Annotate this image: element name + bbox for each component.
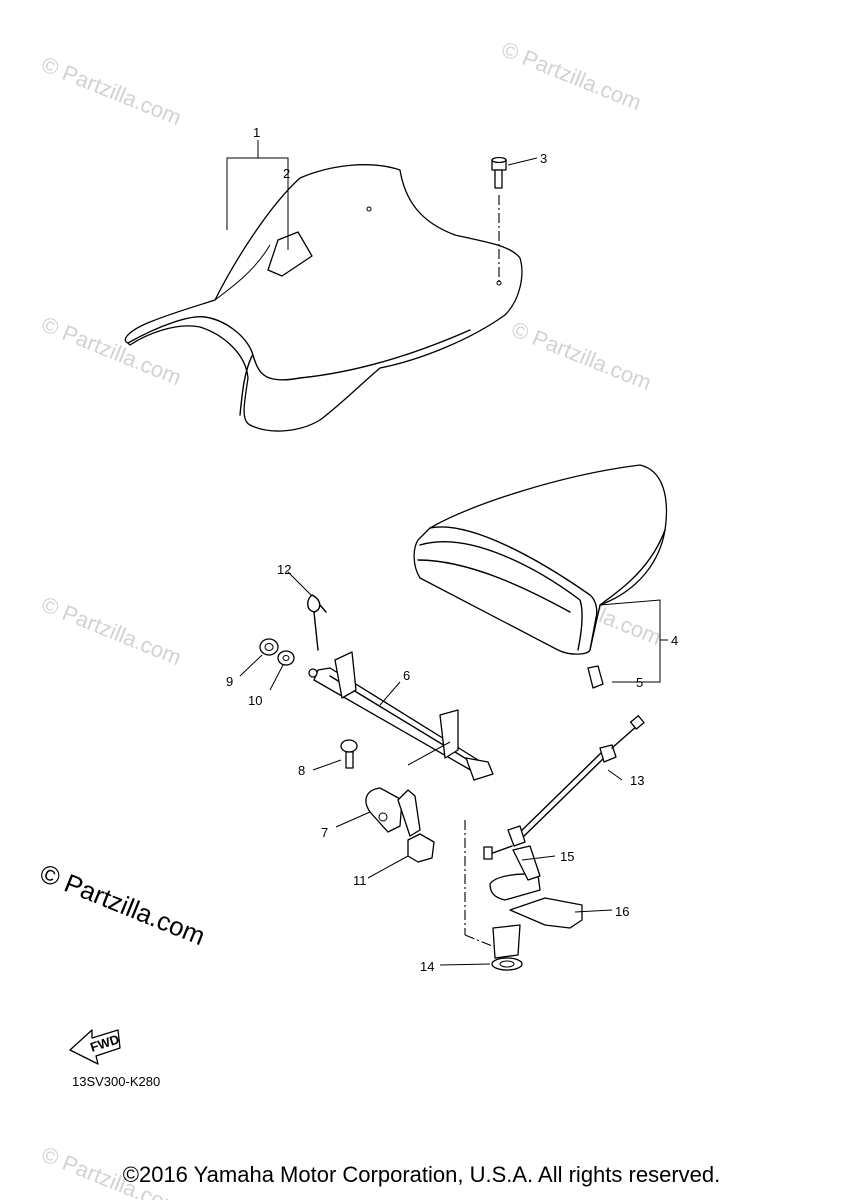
bolt-8 <box>340 739 358 769</box>
rod-6 <box>308 651 494 781</box>
callout-10: 10 <box>248 693 262 708</box>
callout-14: 14 <box>420 959 434 974</box>
callout-11: 11 <box>353 873 367 888</box>
fwd-arrow-icon: FWD <box>69 1029 121 1065</box>
cable-13 <box>483 715 645 860</box>
callout-5: 5 <box>636 675 643 690</box>
callout-13: 13 <box>630 773 644 788</box>
callout-12: 12 <box>277 562 291 577</box>
leader-lines <box>226 140 668 966</box>
callout-2: 2 <box>283 166 290 181</box>
callout-9: 9 <box>226 674 233 689</box>
bracket-7 <box>365 787 421 837</box>
callout-16: 16 <box>615 904 629 919</box>
watermark: © Partzilla.com <box>38 591 185 670</box>
lock-14 <box>464 820 523 971</box>
washer-10 <box>277 650 295 666</box>
callout-1: 1 <box>253 125 260 140</box>
watermark: © Partzilla.com <box>498 36 645 115</box>
callout-8: 8 <box>298 763 305 778</box>
cushion-11 <box>407 833 435 863</box>
plate-15 <box>489 845 541 901</box>
diagram-code: 13SV300-K280 <box>72 1074 160 1089</box>
callout-15: 15 <box>560 849 574 864</box>
watermark: © Partzilla.com <box>508 316 655 395</box>
clip-12 <box>307 594 327 651</box>
bolt-3 <box>491 156 507 282</box>
watermark: © Partzilla.com <box>38 51 185 130</box>
callout-7: 7 <box>321 825 328 840</box>
washer-9 <box>259 638 279 656</box>
callouts: 1 2 3 4 5 6 7 8 9 10 11 12 13 14 15 16 <box>226 125 678 974</box>
copyright-notice: ©2016 Yamaha Motor Corporation, U.S.A. A… <box>122 1162 721 1187</box>
plate-16 <box>509 897 583 929</box>
passenger-seat <box>413 464 668 689</box>
callout-3: 3 <box>540 151 547 166</box>
callout-4: 4 <box>671 633 678 648</box>
callout-6: 6 <box>403 668 410 683</box>
watermark-main: © Partzilla.com <box>36 858 210 951</box>
rider-seat <box>124 164 523 432</box>
